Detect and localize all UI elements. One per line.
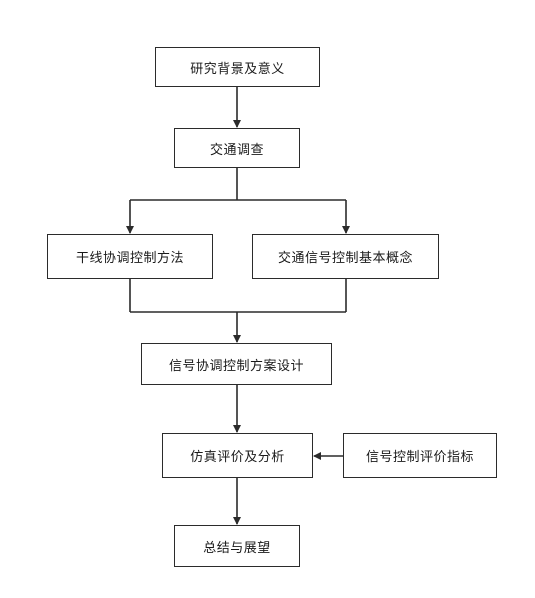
node-simulation-evaluation: 仿真评价及分析 bbox=[162, 433, 313, 478]
node-label: 交通信号控制基本概念 bbox=[277, 251, 413, 266]
node-evaluation-indicators: 信号控制评价指标 bbox=[343, 433, 497, 478]
node-label: 信号控制评价指标 bbox=[365, 450, 474, 465]
node-coordination-plan-design: 信号协调控制方案设计 bbox=[141, 343, 332, 385]
node-label: 研究背景及意义 bbox=[190, 61, 285, 77]
node-label: 仿真评价及分析 bbox=[190, 450, 285, 465]
node-signal-control-concepts: 交通信号控制基本概念 bbox=[252, 234, 439, 279]
node-label: 干线协调控制方法 bbox=[75, 251, 184, 266]
node-traffic-survey: 交通调查 bbox=[174, 128, 300, 168]
node-summary-outlook: 总结与展望 bbox=[174, 525, 300, 567]
node-arterial-coordination-method: 干线协调控制方法 bbox=[47, 234, 213, 279]
node-research-background: 研究背景及意义 bbox=[155, 47, 320, 87]
node-label: 信号协调控制方案设计 bbox=[168, 358, 304, 374]
node-label: 交通调查 bbox=[209, 142, 264, 158]
node-label: 总结与展望 bbox=[203, 540, 271, 556]
